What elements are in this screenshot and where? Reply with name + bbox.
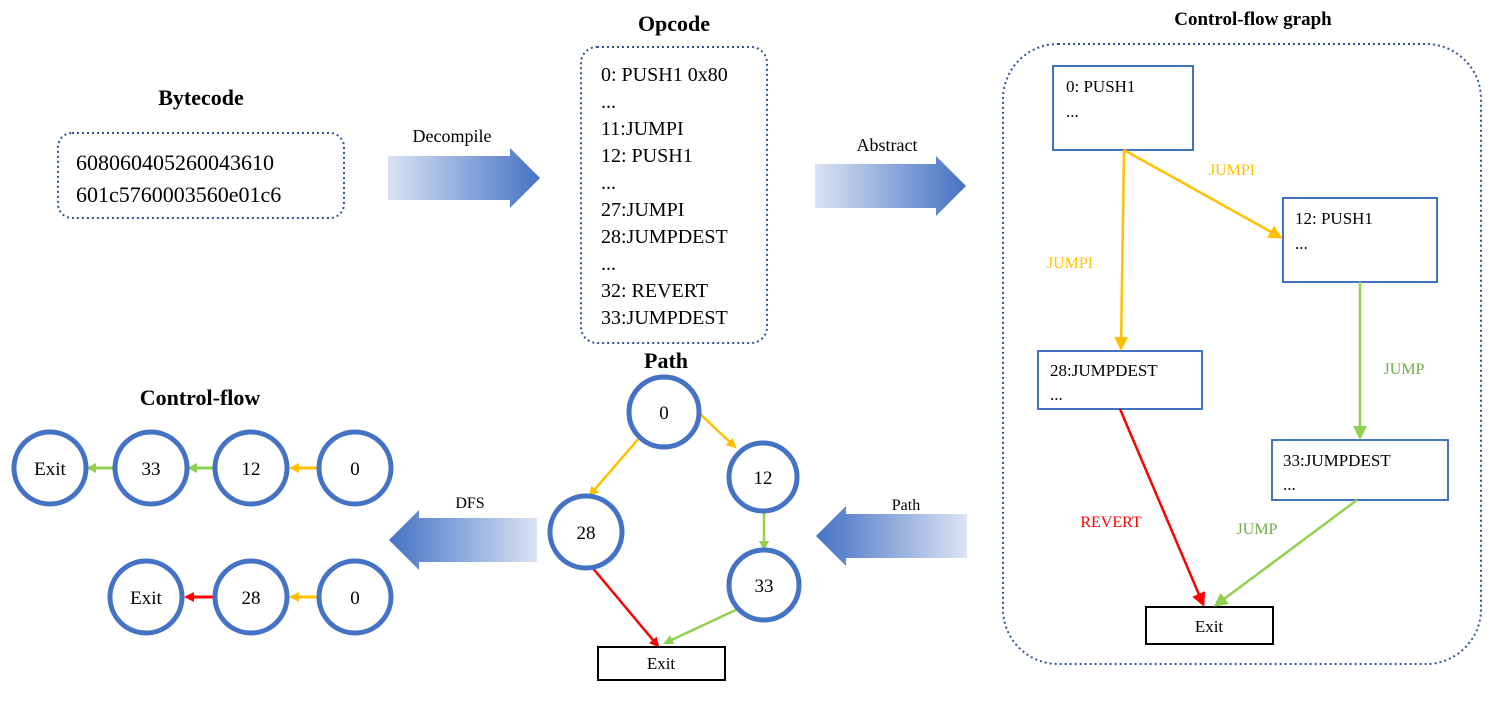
cfg-label-jumpi-down: JUMPI [1047, 255, 1093, 272]
path-node-28 [547, 493, 625, 571]
cfg-edge-33-exit [1213, 498, 1358, 607]
cf-row1-node-12-label: 12 [242, 459, 261, 480]
cfg-block-12-line2: ... [1295, 234, 1308, 253]
cfg-label-revert: REVERT [1080, 514, 1141, 531]
cfg-label-jump-33-exit: JUMP [1237, 521, 1278, 538]
decompile-arrow-shape [388, 148, 540, 208]
cf-row2-node-exit [107, 558, 185, 636]
cfg-edge-28-exit [1118, 408, 1206, 607]
bytecode-line-1: 608060405260043610 [76, 150, 274, 175]
cf-row1-node-exit-label: Exit [34, 459, 66, 480]
cf-row2-node-0 [316, 558, 394, 636]
abstract-arrow: Abstract [815, 135, 966, 216]
path-arrow-label: Path [892, 497, 920, 514]
dfs-arrow-shape [389, 510, 537, 570]
cf-row2-node-exit-label: Exit [130, 588, 162, 609]
path-arrow-shape [816, 506, 967, 566]
cfg-exit-label: Exit [1195, 617, 1224, 636]
path-edge-0-28 [588, 436, 641, 497]
cf-row1-node-33-label: 33 [142, 459, 161, 480]
path-node-33 [726, 547, 802, 623]
cf-row2-node-0-label: 0 [350, 588, 360, 609]
control-flow-title: Control-flow [140, 385, 261, 410]
abstract-label: Abstract [857, 135, 918, 155]
opcode-box [580, 46, 768, 344]
opcode-line-10: 33:JUMPDEST [601, 307, 728, 329]
opcode-line-1: 0: PUSH1 0x80 [601, 64, 728, 86]
opcode-title: Opcode [638, 11, 710, 36]
cfg-block-12-line1: 12: PUSH1 [1295, 209, 1373, 228]
path-edge-28-exit [590, 565, 660, 648]
cf-row1-node-33 [112, 429, 190, 507]
dfs-label: DFS [455, 495, 484, 512]
path-exit-label: Exit [647, 654, 676, 673]
cfg-block-28-line2: ... [1050, 385, 1063, 404]
cfg-edge-0-28 [1114, 149, 1129, 351]
cfg-label-jump-12-33: JUMP [1384, 361, 1425, 378]
cfg-block-33-line2: ... [1283, 475, 1296, 494]
path-node-12-label: 12 [754, 468, 773, 489]
cf-row1-node-exit [11, 429, 89, 507]
decompile-label: Decompile [413, 126, 492, 146]
path-node-28-label: 28 [577, 523, 596, 544]
path-arrow: Path [816, 497, 967, 566]
cfg-block-0-line2: ... [1066, 102, 1079, 121]
opcode-line-3: 11:JUMPI [601, 118, 684, 140]
path-edge-33-exit [663, 606, 741, 645]
cfg-block-12 [1282, 197, 1438, 283]
cfg-block-28-line1: 28:JUMPDEST [1050, 361, 1158, 380]
abstract-arrow-shape [815, 156, 966, 216]
cf-row1-node-12 [212, 429, 290, 507]
path-section: Path 0 12 28 33 Exit [547, 348, 802, 681]
cf-row1-node-0 [316, 429, 394, 507]
cfg-block-33-line1: 33:JUMPDEST [1283, 451, 1391, 470]
opcode-line-2: ... [601, 91, 616, 113]
path-node-0 [626, 374, 702, 450]
opcode-line-6: 27:JUMPI [601, 199, 684, 221]
opcode-line-8: ... [601, 253, 616, 275]
decompile-arrow: Decompile [388, 126, 540, 208]
bytecode-line-2: 601c5760003560e01c6 [76, 182, 281, 207]
cf-row2-node-28-label: 28 [242, 588, 261, 609]
opcode-line-5: ... [601, 172, 616, 194]
cfg-block-0-line1: 0: PUSH1 [1066, 77, 1135, 96]
opcode-line-7: 28:JUMPDEST [601, 226, 728, 248]
cfg-block-0 [1052, 65, 1194, 151]
path-edge-0-12 [697, 411, 737, 449]
path-exit-block [597, 646, 726, 681]
cfg-exit-block [1145, 606, 1274, 645]
cfg-edge-0-12 [1123, 148, 1283, 239]
path-node-33-label: 33 [755, 576, 774, 597]
cf-row1-node-0-label: 0 [350, 459, 360, 480]
path-node-12 [726, 440, 800, 514]
path-node-0-label: 0 [659, 403, 669, 424]
cf-row2-node-28 [212, 558, 290, 636]
cfg-block-33 [1271, 439, 1449, 501]
opcode-section: Opcode 0: PUSH1 0x80 ... 11:JUMPI 12: PU… [580, 11, 768, 344]
dfs-arrow: DFS [389, 495, 537, 570]
cfg-label-jumpi-right: JUMPI [1209, 162, 1255, 179]
bytecode-title: Bytecode [158, 85, 244, 110]
control-flow-section: Control-flow Exit 33 12 0 Exit 28 0 [11, 385, 394, 636]
opcode-line-9: 32: REVERT [601, 280, 708, 302]
cfg-title: Control-flow graph [1174, 9, 1332, 30]
cfg-section: Control-flow graph 0: PUSH1 ... 12: PUSH… [1002, 9, 1482, 665]
opcode-line-4: 12: PUSH1 [601, 145, 693, 167]
path-title: Path [644, 348, 688, 373]
bytecode-section: Bytecode 608060405260043610 601c57600035… [57, 85, 345, 219]
